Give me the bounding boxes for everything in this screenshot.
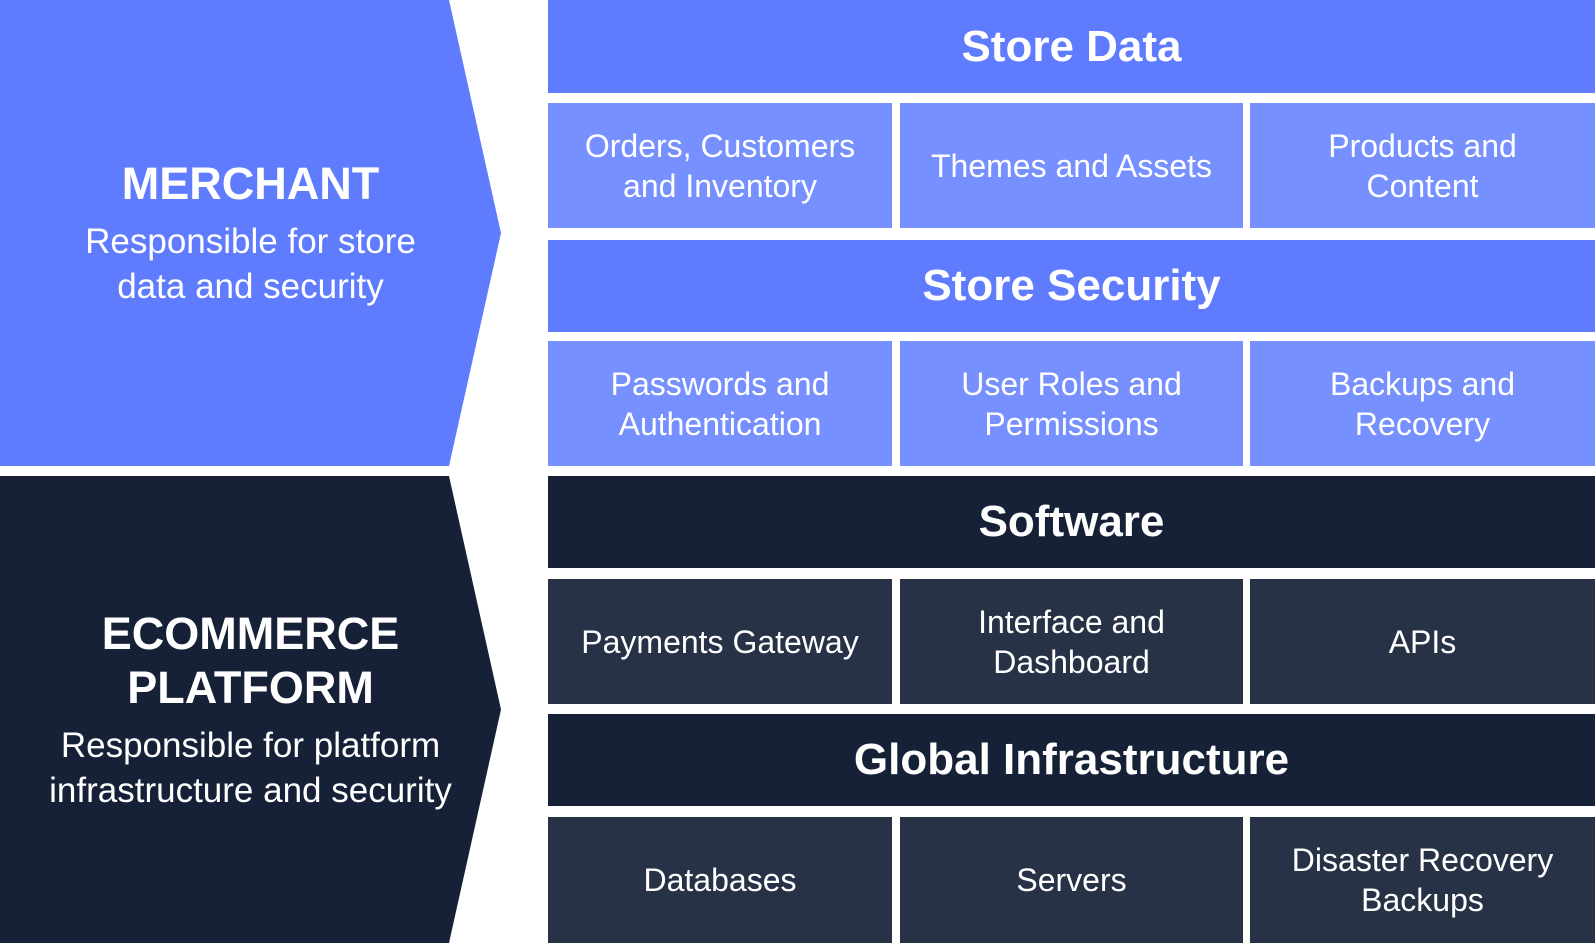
section-header-software: Software bbox=[548, 476, 1595, 568]
section-item: APIs bbox=[1250, 579, 1595, 704]
merchant-subtitle: Responsible for store data and security bbox=[85, 222, 416, 306]
section-header-store-data: Store Data bbox=[548, 0, 1595, 93]
section-header-global-infrastructure: Global Infrastructure bbox=[548, 714, 1595, 806]
section-item: Passwords and Authentication bbox=[548, 341, 892, 466]
section-item: Backups and Recovery bbox=[1250, 341, 1595, 466]
section-item: Databases bbox=[548, 817, 892, 943]
section-item: Payments Gateway bbox=[548, 579, 892, 704]
section-item: Interface and Dashboard bbox=[900, 579, 1243, 704]
platform-title: ECOMMERCE PLATFORM bbox=[101, 607, 400, 713]
platform-subtitle: Responsible for platform infrastructure … bbox=[49, 725, 452, 810]
section-item: User Roles and Permissions bbox=[900, 341, 1243, 466]
merchant-title: MERCHANT bbox=[121, 158, 380, 209]
section-item: Products and Content bbox=[1250, 103, 1595, 228]
merchant-arrow: MERCHANT Responsible for store data and … bbox=[0, 0, 501, 466]
section-item: Servers bbox=[900, 817, 1243, 943]
platform-arrow: ECOMMERCE PLATFORM Responsible for platf… bbox=[0, 476, 501, 943]
section-item: Orders, Customers and Inventory bbox=[548, 103, 892, 228]
section-header-store-security: Store Security bbox=[548, 240, 1595, 332]
section-item: Disaster Recovery Backups bbox=[1250, 817, 1595, 943]
section-item: Themes and Assets bbox=[900, 103, 1243, 228]
